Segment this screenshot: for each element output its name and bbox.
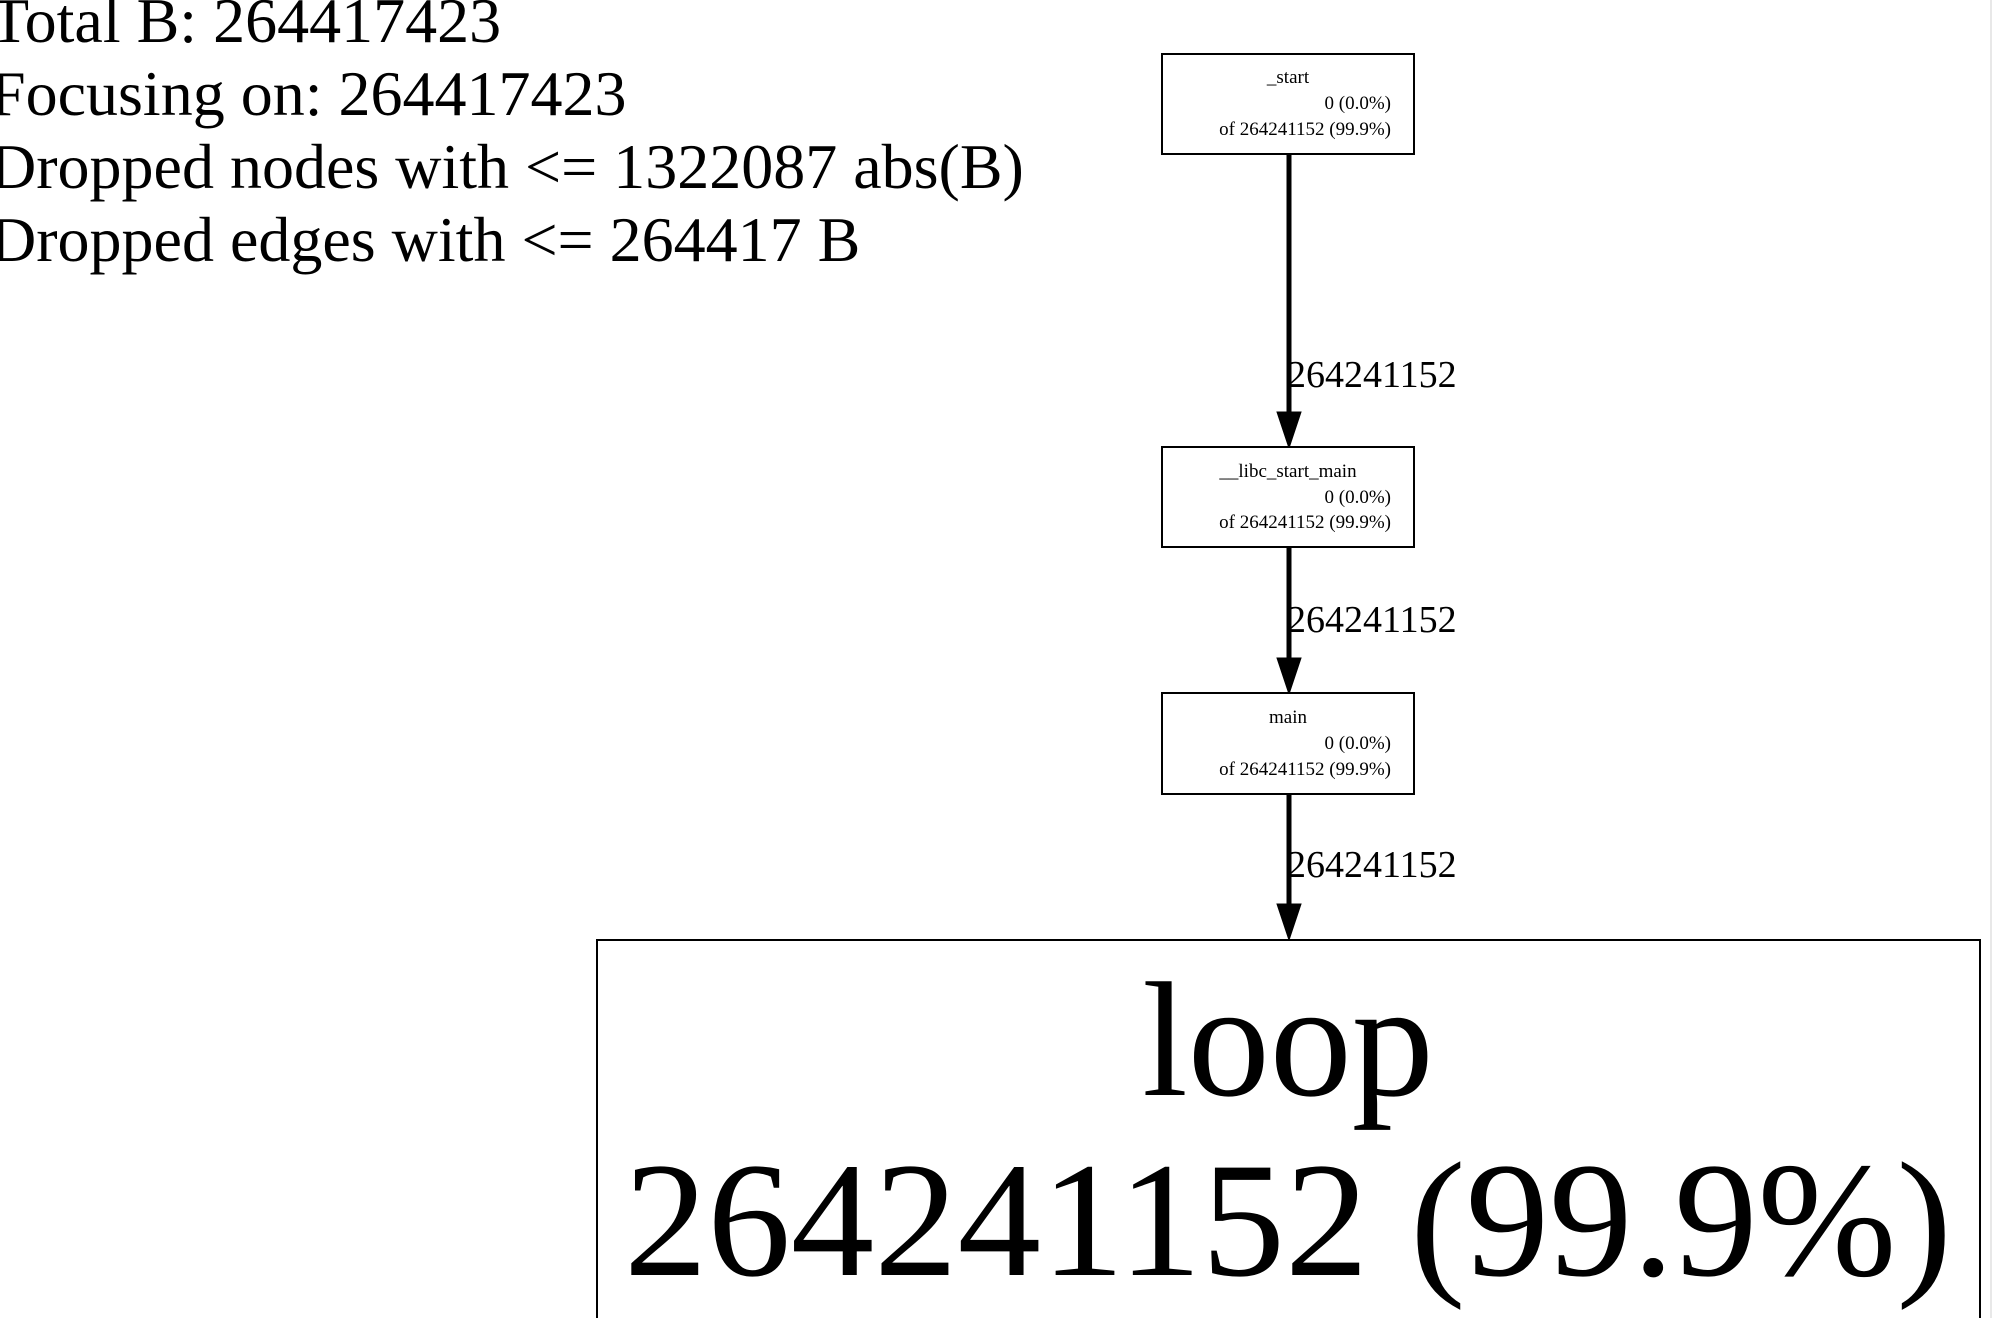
node-loop-name: loop: [1142, 950, 1434, 1131]
node-main-name: main: [1269, 707, 1307, 728]
node-main[interactable]: main 0 (0.0%) of 264241152 (99.9%): [1161, 692, 1415, 795]
edge-label-libc-to-main: 264241152: [1287, 599, 1457, 641]
node-start-box: [1161, 53, 1415, 155]
edge-libc-to-main[interactable]: [1276, 547, 1302, 696]
edge-start-to-libc[interactable]: [1276, 153, 1302, 450]
node-start-name: _start: [1266, 67, 1310, 88]
node-main-flat: 0 (0.0%): [1325, 733, 1391, 754]
node-main-cum: of 264241152 (99.9%): [1219, 759, 1391, 780]
node-libc-start-main[interactable]: __libc_start_main 0 (0.0%) of 264241152 …: [1161, 446, 1415, 548]
legend-focus: Focusing on: 264417423: [0, 58, 627, 129]
legend-dropped-edges: Dropped edges with <= 264417 B: [0, 204, 861, 275]
graph-legend: Total B: 264417423 Focusing on: 26441742…: [0, 0, 1024, 276]
node-start-cum: of 264241152 (99.9%): [1219, 119, 1391, 140]
node-libc-start-main-box: [1161, 446, 1415, 548]
legend-dropped-nodes: Dropped nodes with <= 1322087 abs(B): [0, 131, 1024, 202]
legend-total: Total B: 264417423: [0, 0, 502, 56]
node-libc-start-main-flat: 0 (0.0%): [1325, 487, 1391, 508]
node-start-flat: 0 (0.0%): [1325, 93, 1391, 114]
edge-main-to-loop[interactable]: [1276, 794, 1302, 942]
edge-label-start-to-libc: 264241152: [1287, 354, 1457, 396]
node-loop[interactable]: loop 264241152 (99.9%): [596, 939, 1981, 1318]
node-loop-box: [596, 939, 1981, 1318]
node-loop-flat: 264241152 (99.9%): [624, 1130, 1952, 1311]
page-right-edge: [1990, 0, 1992, 1318]
node-libc-start-main-cum: of 264241152 (99.9%): [1219, 512, 1391, 533]
edge-label-main-to-loop: 264241152: [1287, 844, 1457, 886]
node-main-box: [1161, 692, 1415, 795]
node-libc-start-main-name: __libc_start_main: [1218, 461, 1357, 482]
node-start[interactable]: _start 0 (0.0%) of 264241152 (99.9%): [1161, 53, 1415, 155]
